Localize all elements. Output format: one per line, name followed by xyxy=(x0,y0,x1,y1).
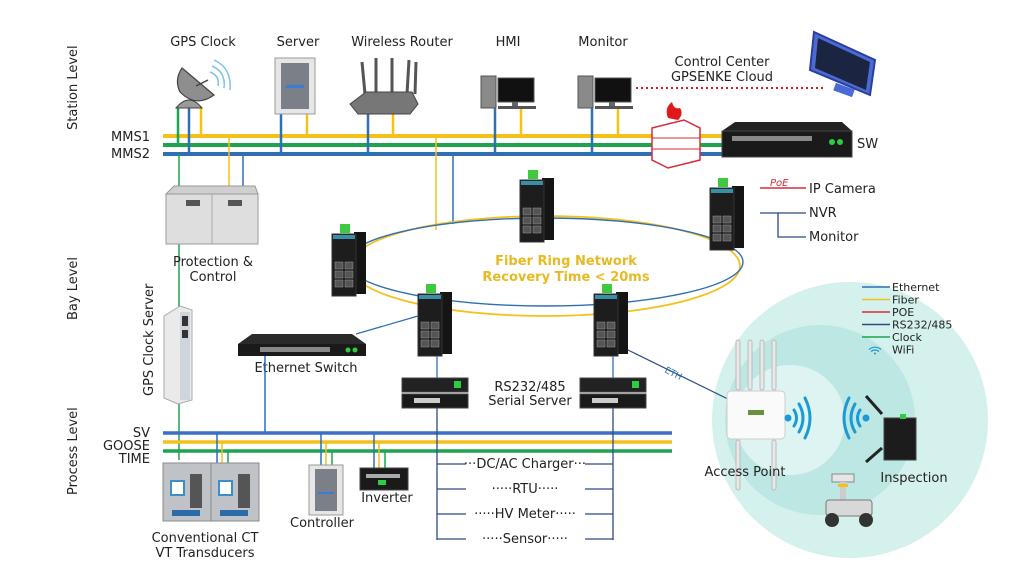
fiber-ring-title: Fiber Ring Network xyxy=(495,254,637,269)
inverter-label: Inverter xyxy=(361,491,413,506)
eth-tag: ETH xyxy=(663,366,684,383)
mms1-label: MMS1 xyxy=(111,130,150,145)
hmi-label: HMI xyxy=(496,35,521,50)
fiber-ring-recovery-time: Recovery Time < 20ms xyxy=(482,270,649,285)
access-point-icon xyxy=(726,339,786,491)
hmi-computer-icon xyxy=(480,75,536,109)
eth-link-to-ap xyxy=(627,349,735,403)
mms2-label: MMS2 xyxy=(111,147,150,162)
ring-switch-top-icon xyxy=(519,170,554,243)
gpsenke-cloud-label: GPSENKE Cloud xyxy=(671,70,773,85)
serial-server-label-1: RS232/485 xyxy=(494,380,565,395)
inverter-icon xyxy=(359,467,409,491)
ct-label: Conventional CT xyxy=(152,531,259,546)
ip-camera-label: IP Camera xyxy=(809,182,876,197)
process-buses xyxy=(163,431,672,453)
nvr-line xyxy=(760,212,806,238)
sw-label: SW xyxy=(857,137,878,152)
bay-level-label: Bay Level xyxy=(66,257,81,320)
ring-switch-bottom-left-icon xyxy=(417,284,452,357)
rs232-trunks xyxy=(436,408,614,540)
access-point-label: Access Point xyxy=(705,465,786,480)
station-level-label: Station Level xyxy=(66,45,81,130)
serial-device-sensor: ·····Sensor····· xyxy=(482,532,568,547)
legend-wifi-dot xyxy=(874,352,876,355)
ct-vt-transducer-icon xyxy=(162,462,260,522)
legend-wifi-icon xyxy=(868,346,882,352)
control-center-label: Control Center xyxy=(675,55,771,70)
eth-switch-to-ring xyxy=(355,315,419,335)
station-buses xyxy=(163,134,732,156)
station-drops xyxy=(176,108,620,154)
inspection-robot-icon xyxy=(825,473,873,527)
legend-label-fiber: Fiber xyxy=(892,294,919,307)
vt-transducers-label: VT Transducers xyxy=(155,546,254,561)
legend-label-poe: POE xyxy=(892,306,914,319)
ethernet-switch-label: Ethernet Switch xyxy=(254,361,357,376)
core-switch-icon xyxy=(721,122,853,158)
legend-label-ethernet: Ethernet xyxy=(892,281,940,294)
protection-cabinet-icon xyxy=(164,185,259,245)
process-level-label: Process Level xyxy=(66,407,81,495)
bay-monitor-label: Monitor xyxy=(809,230,859,245)
legend-label-wifi: WiFi xyxy=(892,344,914,357)
process-drops xyxy=(216,433,386,468)
gps-clock-server-icon xyxy=(163,305,193,405)
monitor-computer-icon xyxy=(577,75,633,109)
wifi-signal-in-icon xyxy=(842,396,870,440)
protection-label: Protection & xyxy=(173,255,253,270)
gps-clock-label: GPS Clock xyxy=(170,35,236,50)
wireless-router-label: Wireless Router xyxy=(351,35,453,50)
serial-device-dcac-charger: ···DC/AC Charger··· xyxy=(464,457,586,472)
server-label: Server xyxy=(277,35,320,50)
serial-server-right-icon xyxy=(579,377,647,409)
inspection-gateway-icon xyxy=(864,395,917,464)
bay-ethernet-switch-icon xyxy=(238,334,366,356)
legend-label-clock: Clock xyxy=(892,331,923,344)
server-cabinet-icon xyxy=(274,57,316,115)
wireless-router-icon xyxy=(349,58,419,115)
cloud-monitor-icon xyxy=(808,30,877,98)
time-label: TIME xyxy=(118,452,150,467)
wifi-signal-out-icon xyxy=(784,396,812,440)
ring-switch-left-icon xyxy=(331,224,366,297)
serial-server-left-icon xyxy=(401,377,469,409)
serial-device-rtu: ·····RTU····· xyxy=(492,482,559,497)
goose-label: GOOSE xyxy=(103,439,150,454)
sv-label: SV xyxy=(133,426,150,441)
controller-cabinet-icon xyxy=(308,464,344,516)
controller-label: Controller xyxy=(290,516,355,531)
monitor-label: Monitor xyxy=(578,35,628,50)
gps-clock-server-label: GPS Clock Server xyxy=(142,283,157,396)
nvr-label: NVR xyxy=(809,206,837,221)
satellite-dish-icon xyxy=(174,59,231,109)
control-label: Control xyxy=(190,270,237,285)
poe-tag: PoE xyxy=(770,178,789,189)
firewall-icon xyxy=(651,102,701,169)
serial-device-hv-meter: ·····HV Meter····· xyxy=(474,507,576,522)
legend-label-rs232: RS232/485 xyxy=(892,319,952,332)
inspection-label: Inspection xyxy=(880,471,947,486)
ring-switch-right-icon xyxy=(709,178,744,251)
serial-server-label-2: Serial Server xyxy=(488,394,572,409)
ring-switch-bottom-right-icon xyxy=(593,284,628,357)
